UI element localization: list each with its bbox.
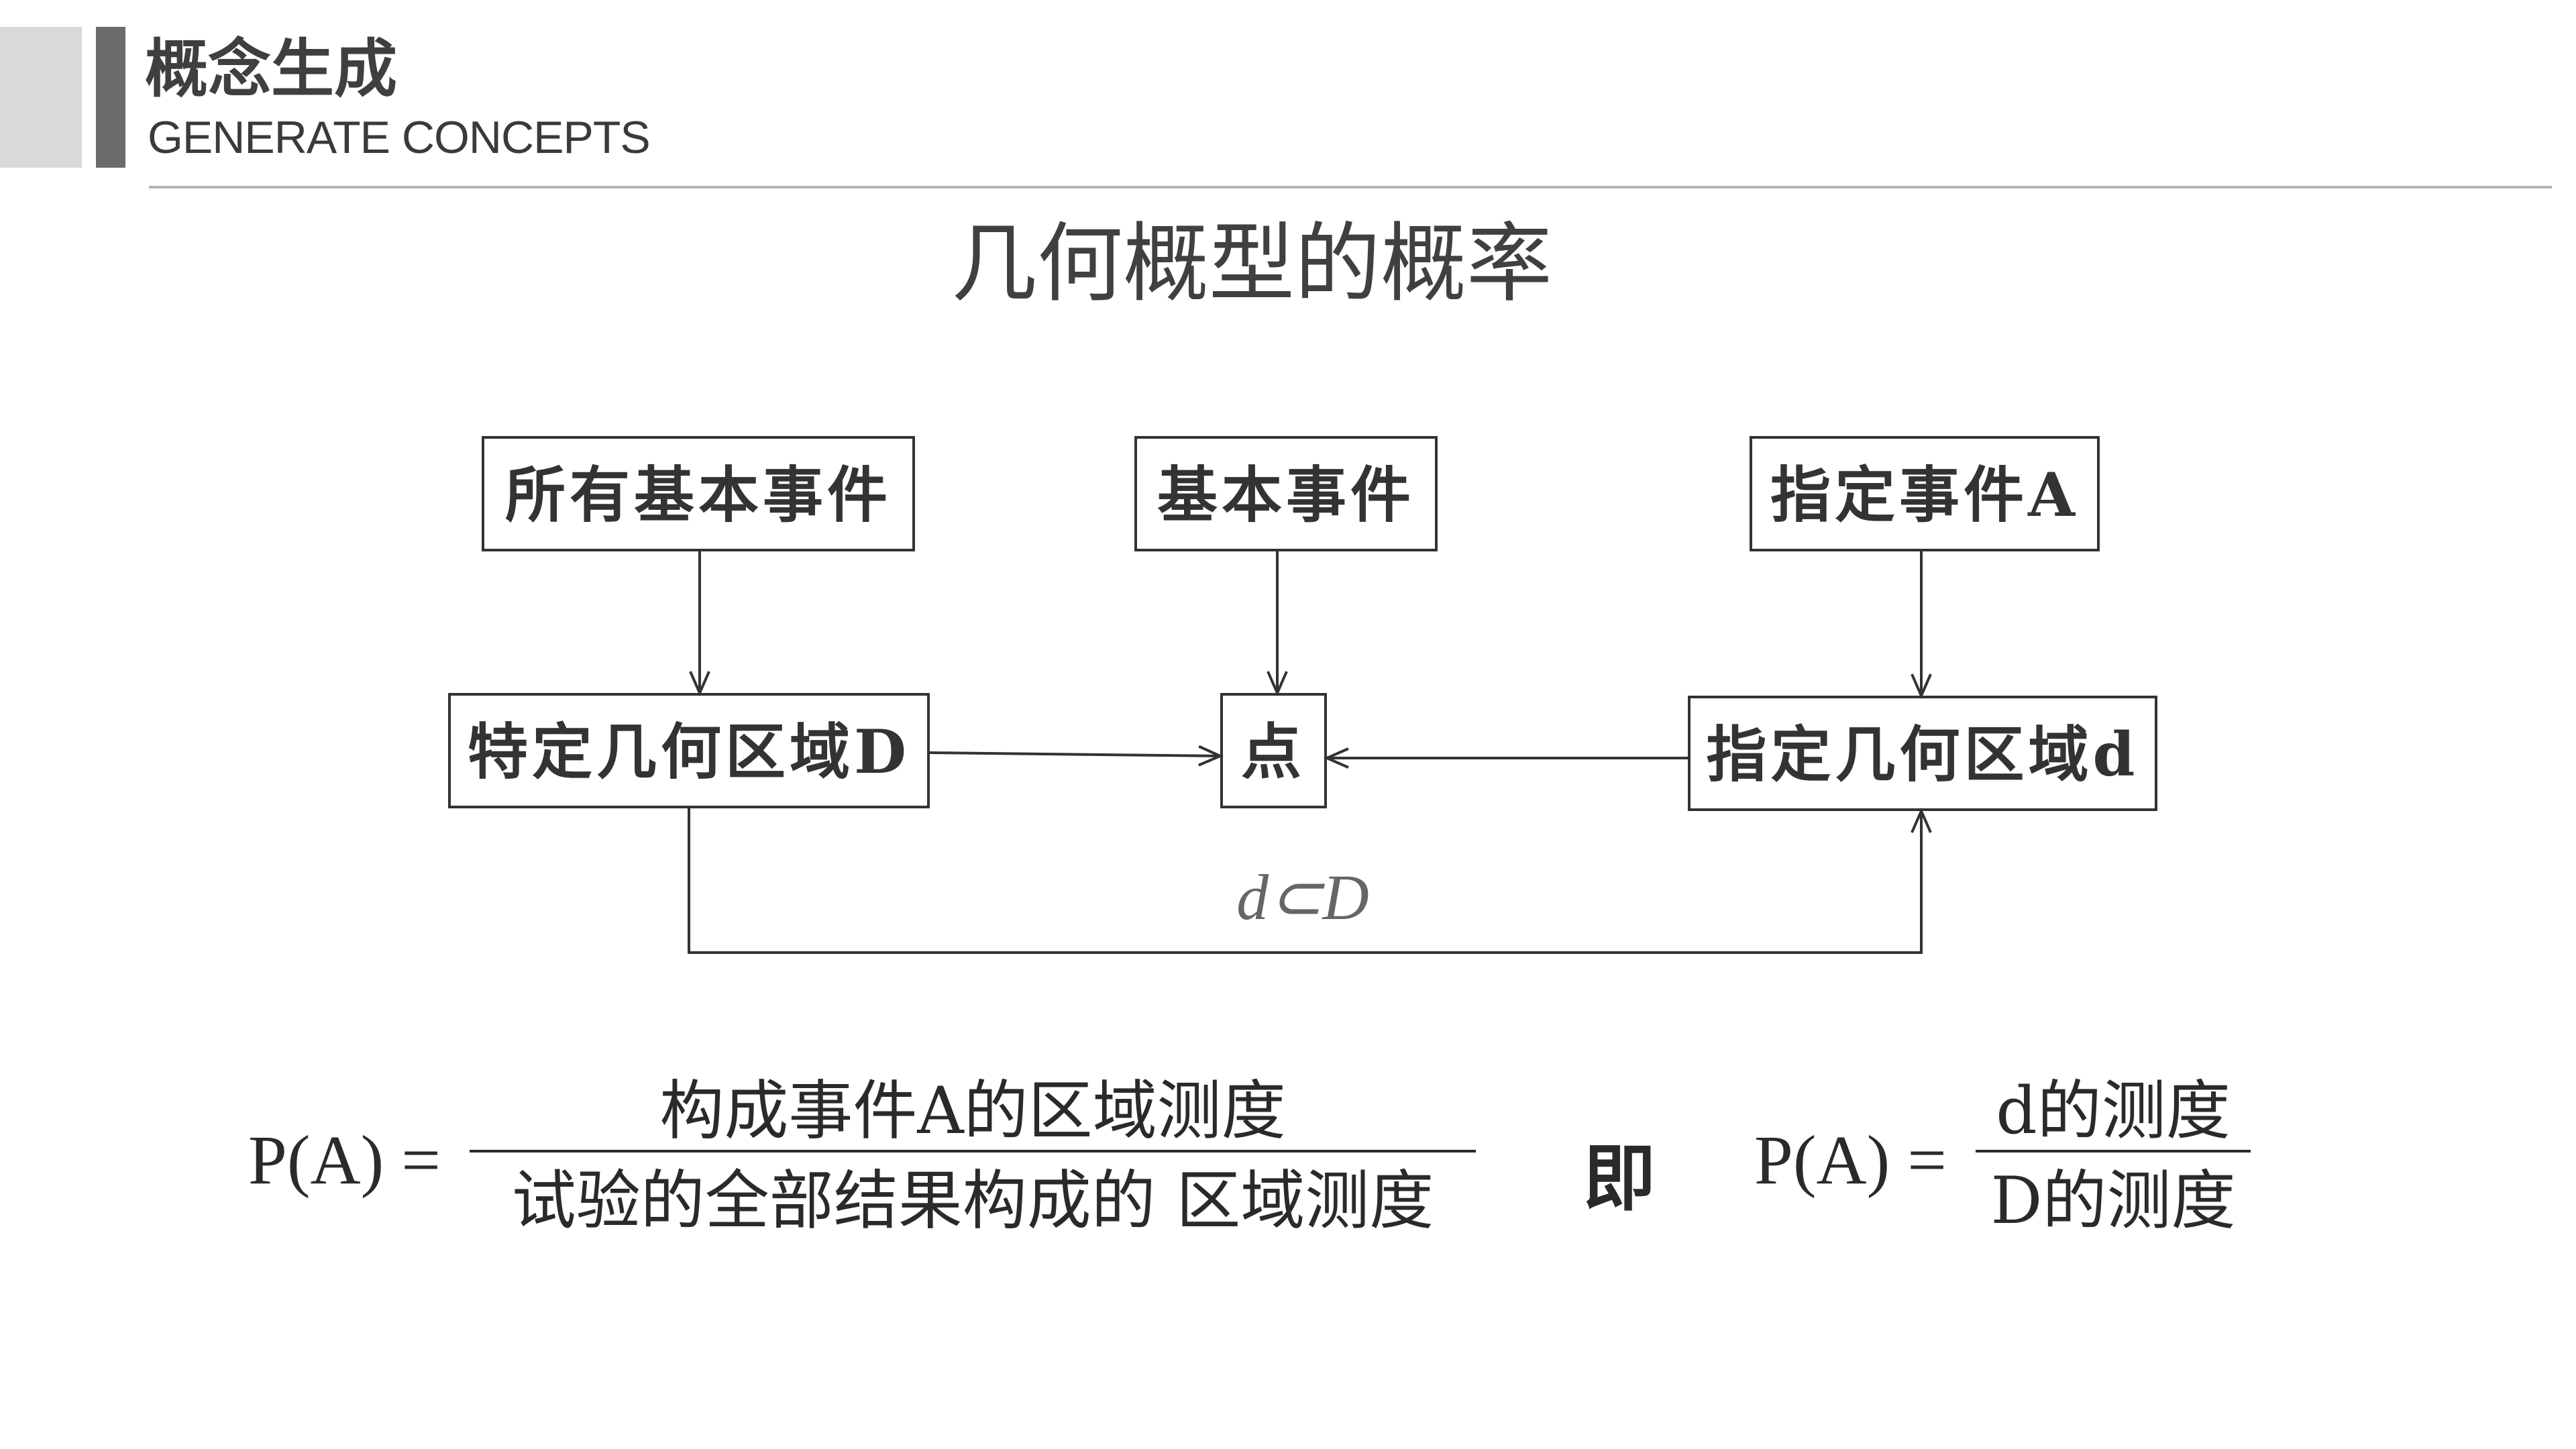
node-all-basic-events: 所有基本事件 [482,436,915,551]
node-specified-region-label: 指定几何区域d [1707,719,2139,790]
concept-flow-diagram: 所有基本事件 基本事件 指定事件A 特定几何区域D 点 指定几何区域d d⊂D [448,436,2157,954]
node-specific-region: 特定几何区域D [448,693,930,808]
fraction-bar [1976,1150,2251,1152]
subset-relation-label: d⊂D [1236,861,1369,933]
node-point: 点 [1220,693,1327,808]
node-basic-event-label: 基本事件 [1157,460,1415,531]
section-subtitle: GENERATE CONCEPTS [148,112,651,163]
header-divider [149,186,2552,189]
node-specific-region-label: 特定几何区域D [468,716,910,788]
formula-short-fraction: d的测度 D的测度 [1976,1067,2251,1233]
formula-short-denominator: D的测度 [1990,1163,2236,1238]
node-basic-event: 基本事件 [1134,436,1438,551]
node-specified-event: 指定事件A [1750,436,2100,551]
formula-short: P(A) = d的测度 D的测度 [1754,1067,2251,1261]
node-point-label: 点 [1241,716,1305,788]
section-title: 概念生成 [145,33,398,106]
formula-definition-lhs: P(A) = [248,1122,441,1199]
fraction-bar [470,1150,1476,1152]
formula-definition: P(A) = 构成事件A的区域测度 试验的全部结果构成的 区域测度 [248,1067,1476,1261]
node-all-basic-events-label: 所有基本事件 [505,460,892,531]
formula-definition-denominator: 试验的全部结果构成的 区域测度 [511,1163,1434,1238]
arrow-region-to-point [928,745,1224,767]
connector-word: 即 [1583,1136,1656,1221]
node-specified-region: 指定几何区域d [1688,696,2157,811]
arrow-subset-relation [688,807,1932,954]
node-specified-event-label: 指定事件A [1770,460,2079,531]
header-accent-bar [96,27,125,168]
formula-short-lhs: P(A) = [1754,1122,1947,1199]
formula-short-numerator: d的测度 [1996,1073,2231,1148]
formula-definition-numerator: 构成事件A的区域测度 [659,1073,1286,1148]
page-title: 几何概型的概率 [951,214,1552,314]
header-deco-block [0,27,82,168]
formula-definition-fraction: 构成事件A的区域测度 试验的全部结果构成的 区域测度 [470,1067,1476,1233]
